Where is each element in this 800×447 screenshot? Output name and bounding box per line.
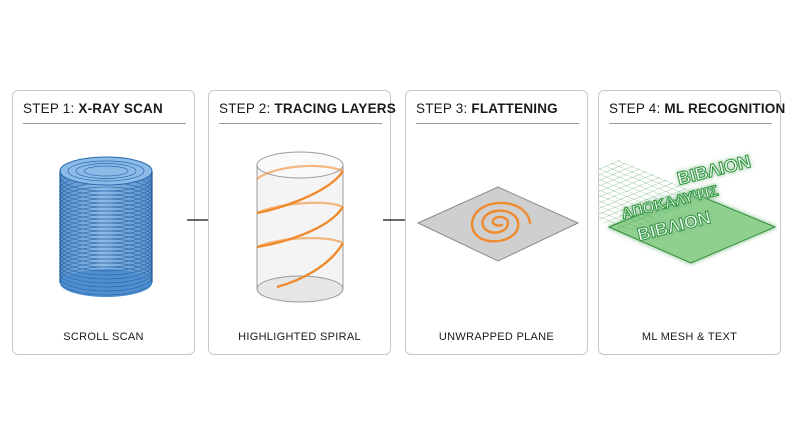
step-2-panel: STEP 2: TRACING LAYERS HIGHLIGHTED SPIRA… — [208, 90, 396, 355]
step-3-divider — [416, 123, 579, 124]
step-2-caption: HIGHLIGHTED SPIRAL — [238, 331, 361, 343]
step-3-title: STEP 3: FLATTENING — [416, 101, 558, 116]
step-4-divider — [609, 123, 772, 124]
spiral-cylinder-icon — [256, 151, 345, 303]
step-2-title: STEP 2: TRACING LAYERS — [219, 101, 396, 116]
step-1-panel: STEP 1: X-RAY SCAN SCROLL SCAN — [12, 90, 195, 355]
step-1-caption: SCROLL SCAN — [63, 331, 144, 343]
step-2-divider — [219, 123, 382, 124]
step-3-caption: UNWRAPPED PLANE — [438, 331, 555, 343]
step-4-panel: STEP 4: ML RECOGNITION ΒΙΒΛΙΟΝ ΑΠΟΚΑΛΥΨΙ… — [598, 90, 785, 355]
step-1-divider — [23, 123, 186, 124]
ml-mesh-icon: ΒΙΒΛΙΟΝ ΑΠΟΚΑΛΥΨΙΣ ΒΙΒΛΙΟΝ — [599, 151, 777, 264]
step-4-title: STEP 4: ML RECOGNITION — [609, 101, 786, 116]
scroll-cylinder-icon — [59, 156, 153, 297]
step-3-panel: STEP 3: FLATTENING UNWRAPPED PLANE — [405, 90, 588, 355]
flat-spiral-plane-icon — [416, 186, 580, 262]
step-1-title: STEP 1: X-RAY SCAN — [23, 101, 163, 116]
step-4-caption: ML MESH & TEXT — [641, 331, 738, 343]
